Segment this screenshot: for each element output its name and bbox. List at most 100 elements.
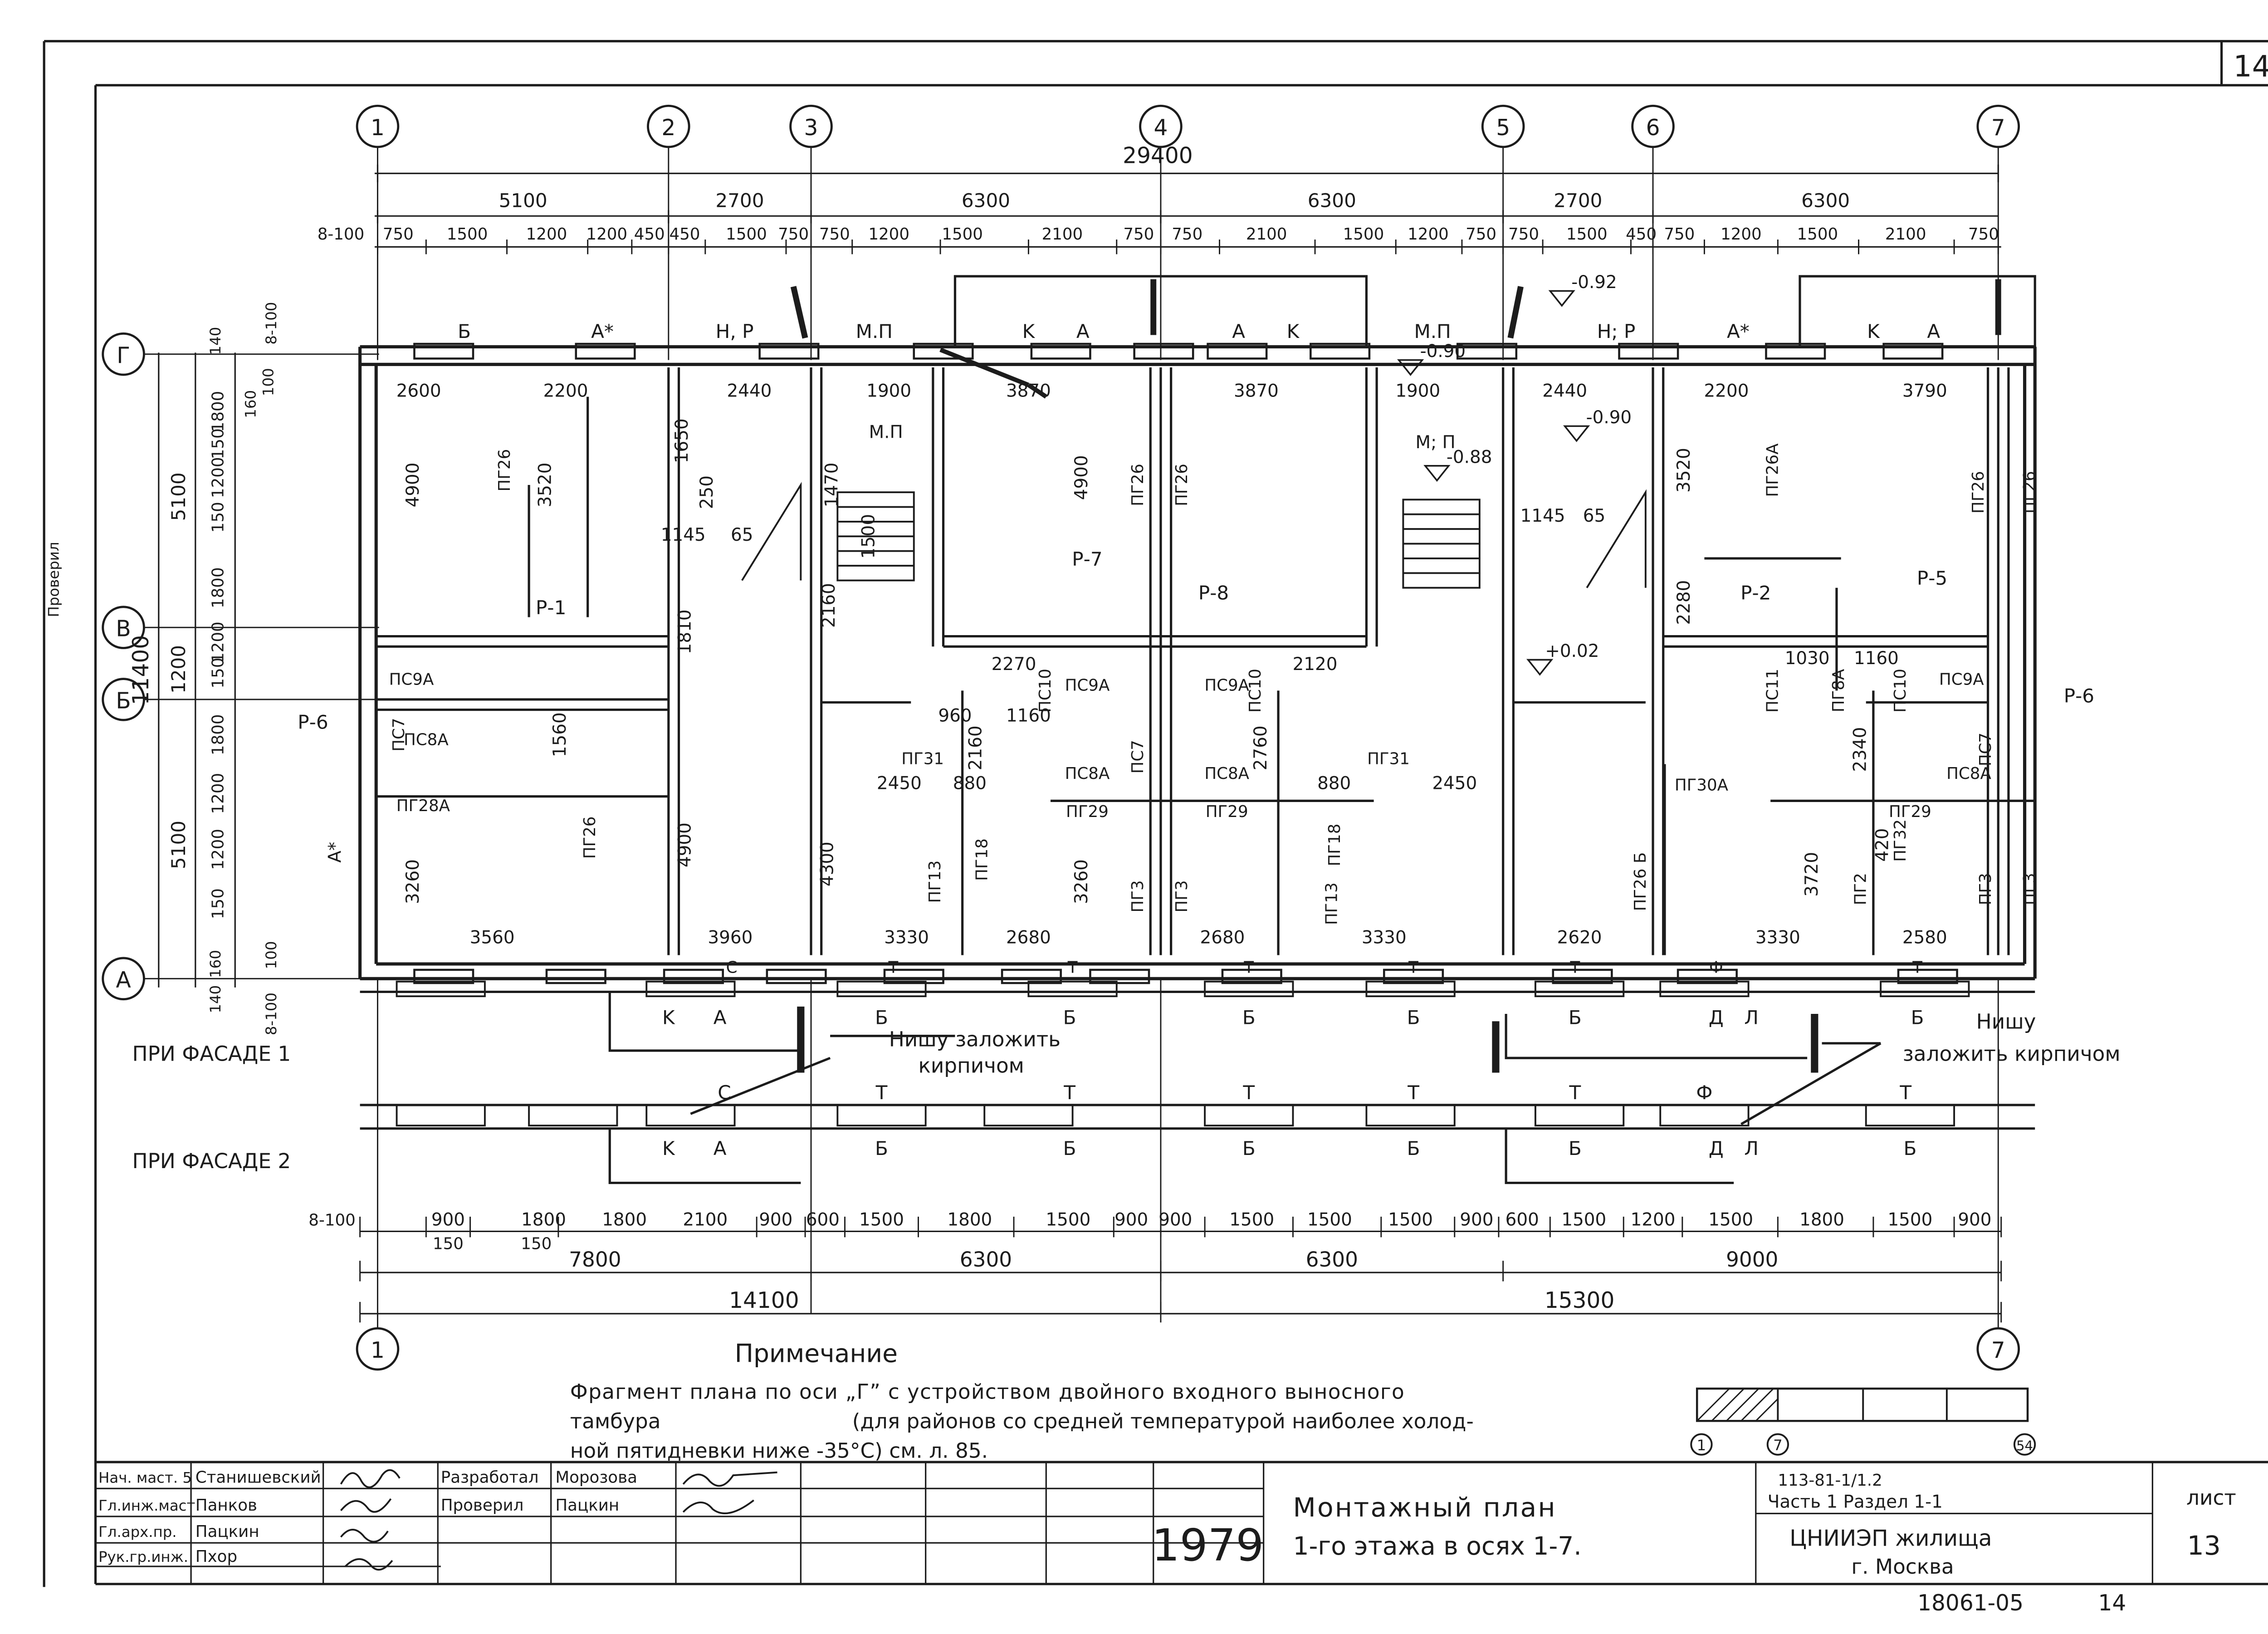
room-dimension: 3560 bbox=[470, 928, 515, 948]
level-triangle bbox=[1526, 659, 1554, 676]
note-line-3: ной пятидневки ниже -35°С) см. л. 85. bbox=[570, 1438, 988, 1463]
axis-label-top: 4 bbox=[1154, 115, 1168, 141]
top-detail-dim: 2100 bbox=[1042, 225, 1083, 244]
top-panel-mark: M.П bbox=[856, 320, 893, 342]
handwritten-signatures bbox=[340, 1469, 777, 1571]
bottom-detail-dim: 900 bbox=[1114, 1209, 1148, 1230]
facade2-lower-mark: Б bbox=[1569, 1137, 1582, 1159]
window-panel bbox=[1618, 342, 1679, 360]
top-detail-dim: 750 bbox=[1508, 225, 1539, 244]
axis-label-bottom: 1 bbox=[371, 1338, 385, 1363]
bottom-prefix: 8-100 bbox=[308, 1211, 356, 1229]
facade-panel bbox=[1659, 980, 1750, 998]
element-mark: ПГ26 bbox=[495, 449, 514, 492]
facade1-mark: K bbox=[662, 1007, 675, 1029]
room-dimension: 3720 bbox=[1802, 852, 1822, 897]
name-2: Панков bbox=[196, 1496, 257, 1515]
facade-panel bbox=[1880, 980, 1970, 998]
room-dimension: 2340 bbox=[1850, 727, 1871, 772]
corner-page-number: 14 bbox=[2234, 49, 2268, 83]
room-dimension: 2440 bbox=[727, 381, 772, 401]
bottom-detail-dim: 1500 bbox=[1307, 1209, 1352, 1230]
top-detail-dim: 2100 bbox=[1246, 225, 1287, 244]
part-section: Часть 1 Раздел 1-1 bbox=[1768, 1492, 1943, 1512]
top-span-dim: 6300 bbox=[1801, 190, 1850, 212]
facade2-lower-mark: K bbox=[662, 1137, 675, 1159]
name-4: Пхор bbox=[196, 1547, 237, 1566]
door-mark: Р-2 bbox=[1740, 582, 1771, 604]
bottom-row-mark: Ф bbox=[1709, 958, 1723, 977]
left-detail-dim: 150 bbox=[209, 888, 227, 919]
window-panel bbox=[1897, 969, 1958, 984]
facade2-upper-mark: T bbox=[1407, 1081, 1419, 1104]
stair-left bbox=[741, 482, 915, 582]
element-mark: ПГ3 bbox=[1976, 873, 1995, 905]
room-dimension: 4900 bbox=[403, 462, 423, 507]
facade1-mark: Б bbox=[1911, 1007, 1924, 1029]
window-panel bbox=[1030, 342, 1091, 360]
room-dimension: 1500 bbox=[858, 514, 879, 559]
wall-panel bbox=[939, 347, 1030, 387]
window-panel bbox=[766, 969, 827, 984]
room-dimension: 2600 bbox=[396, 381, 441, 401]
facade-panel bbox=[645, 1104, 736, 1127]
facade1-mark: Б bbox=[1407, 1007, 1420, 1029]
room-dimension: 3520 bbox=[1674, 448, 1694, 493]
room-dimension: 4300 bbox=[817, 841, 838, 886]
note-line-1: Фрагмент плана по оси „Г” с устройством … bbox=[570, 1380, 1405, 1404]
left-detail-dim: 1200 bbox=[209, 829, 227, 870]
facade2-lower-mark: Б bbox=[1407, 1137, 1420, 1159]
left-span-dim: 1200 bbox=[167, 645, 190, 694]
room-dimension: 3960 bbox=[708, 928, 753, 948]
bottom-small-dim: 150 bbox=[521, 1234, 552, 1253]
element-mark: ПС8А bbox=[404, 730, 449, 749]
axis-label-top: 7 bbox=[1991, 115, 2005, 141]
inventory-number: 18061-05 bbox=[1917, 1590, 2024, 1616]
window-panel bbox=[758, 342, 820, 360]
room-dimension: 65 bbox=[1583, 506, 1605, 526]
door-mark: Р-6 bbox=[2064, 685, 2094, 707]
room-dimension: 1160 bbox=[1854, 648, 1899, 669]
level-mark: -0.90 bbox=[1420, 341, 1466, 362]
room-dimension: 1650 bbox=[672, 418, 692, 463]
role-2: Гл.инж.маст bbox=[98, 1497, 195, 1514]
room-dimension: 3870 bbox=[1006, 381, 1051, 401]
top-detail-dim: 1500 bbox=[1566, 225, 1608, 244]
bottom-detail-dim: 1500 bbox=[1046, 1209, 1090, 1230]
top-overall-dim: 29400 bbox=[1123, 143, 1193, 169]
left-edge-dim: 160 bbox=[242, 390, 259, 418]
drawing-title-2: 1-го этажа в осях 1-7. bbox=[1293, 1531, 1581, 1561]
level-triangle bbox=[1548, 290, 1575, 307]
axis-label-left: А bbox=[116, 968, 131, 993]
window-panel bbox=[1133, 342, 1194, 360]
organization: ЦНИИЭП жилища bbox=[1789, 1526, 1992, 1551]
left-overall-dim: 11400 bbox=[128, 635, 154, 705]
room-dimension: 2760 bbox=[1251, 725, 1271, 770]
level-triangle bbox=[1397, 359, 1424, 376]
sheet-label: лист bbox=[2186, 1486, 2236, 1510]
bottom-detail-dim: 1500 bbox=[1561, 1209, 1606, 1230]
room-dimension: 2680 bbox=[1006, 928, 1051, 948]
role-4: Рук.гр.инж. bbox=[98, 1548, 188, 1566]
inventory-page: 14 bbox=[2098, 1590, 2126, 1616]
facade-panel bbox=[396, 980, 486, 998]
sheet-number: 13 bbox=[2187, 1530, 2221, 1561]
top-detail-dim: 750 bbox=[383, 225, 414, 244]
bottom-row-mark: T bbox=[1243, 958, 1254, 977]
niche-note-right-2: заложить кирпичом bbox=[1903, 1042, 2121, 1066]
element-mark: ПС9А bbox=[1204, 676, 1249, 695]
left-detail-dim: 1200 bbox=[209, 621, 227, 663]
door-mark: Р-1 bbox=[536, 597, 566, 619]
door-mark: Р-6 bbox=[298, 711, 328, 734]
top-panel-mark: H, P bbox=[716, 320, 754, 342]
bottom-detail-dim: 600 bbox=[806, 1209, 840, 1230]
room-dimension: 2270 bbox=[992, 654, 1036, 675]
bottom-detail-dim: 1800 bbox=[1799, 1209, 1844, 1230]
facade-panel bbox=[1204, 1104, 1294, 1127]
developed-name: Морозова bbox=[555, 1468, 637, 1487]
window-panel bbox=[545, 969, 606, 984]
series: 113-81-1/1.2 bbox=[1778, 1471, 1882, 1490]
door-mark: Р-5 bbox=[1917, 567, 1947, 589]
facade2-upper-mark: Ф bbox=[1696, 1081, 1712, 1104]
